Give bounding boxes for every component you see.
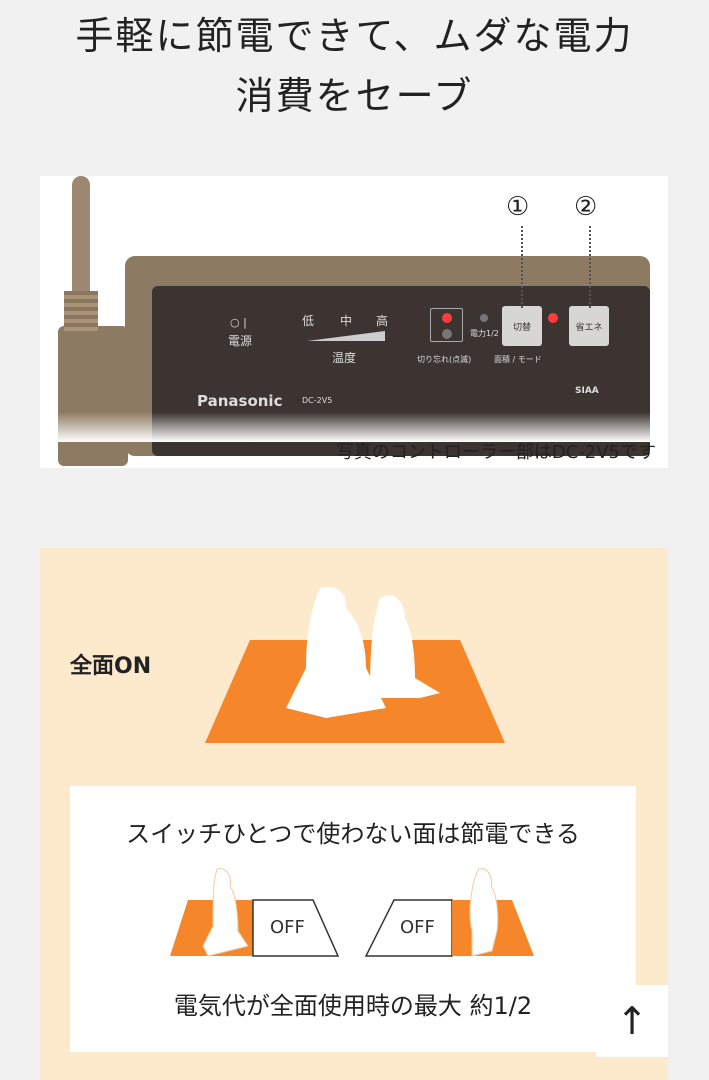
card-heading: スイッチひとつで使わない面は節電できる [126,820,580,848]
card-footer: 電気代が全面使用時の最大 約1/2 [173,992,533,1020]
left-half-on-illustration [170,868,340,957]
saving-card: スイッチひとつで使わない面は節電できる OFF OFF 電気代が全面使用時の最大… [70,786,636,1052]
photo-fade [40,412,668,442]
indicator-led-gray [442,329,452,339]
full-carpet-illustration [205,586,505,743]
page-title: 手軽に節電できて、ムダな電力 消費をセーブ [75,14,634,118]
indicator-led-red [442,313,452,323]
eco-button: 省エネ [569,306,609,346]
controller-side [58,326,128,466]
model-label: DC-2V5 [302,396,333,405]
off-label-left: OFF [270,917,305,938]
eco-led [548,313,558,323]
half-power-led [480,314,488,322]
brand-logo: Panasonic [197,392,283,410]
controller-photo: ○ | 電源 低 中 高 温度 電力1/2 切替 省エネ 切り忘れ(点滅) 面積… [40,176,668,468]
feature-section: 全面ON スイッチひとつで使わない面は節電できる OFF OFF 電気代が全面使… [40,548,668,1080]
photo-caption: 写真のコントローラー部はDC-2V5です [335,442,656,463]
off-label-right: OFF [400,917,435,938]
indicator-box [430,308,463,342]
right-half-on-illustration [364,868,534,957]
temperature-wedge-icon [307,331,385,341]
callout-line-2 [589,226,591,308]
siaa-mark: SIAA [575,386,599,396]
full-on-label: 全面ON [70,654,152,679]
callout-line-1 [521,226,523,308]
scroll-to-top-button[interactable]: ↑ [596,985,668,1057]
switch-button: 切替 [502,306,542,346]
power-cord [72,176,90,316]
cord-strain-relief [64,291,98,331]
